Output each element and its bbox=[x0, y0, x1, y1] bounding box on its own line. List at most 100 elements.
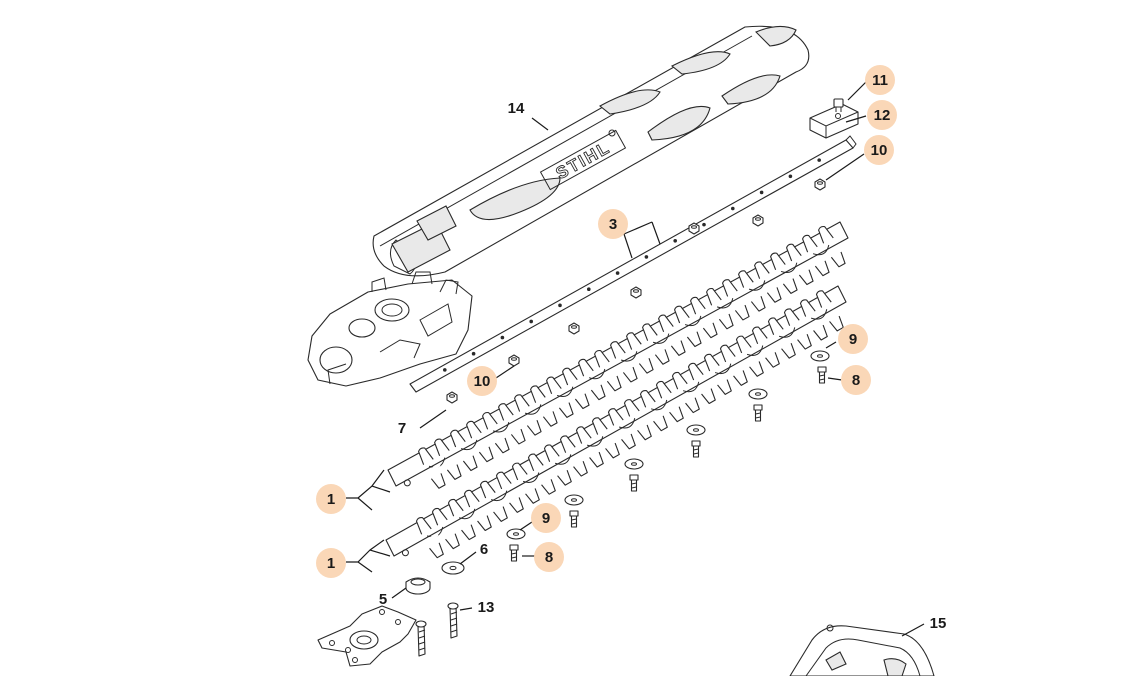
washer-hole bbox=[571, 498, 577, 502]
callout-13: 13 bbox=[478, 599, 495, 616]
bar-hole bbox=[558, 303, 562, 308]
washer-hole bbox=[513, 532, 519, 536]
blade-tooth bbox=[690, 296, 706, 315]
blade-tooth bbox=[621, 433, 636, 450]
nut-hole bbox=[571, 325, 577, 329]
blade-slot bbox=[746, 345, 764, 356]
blade-end-slot-inner bbox=[416, 463, 441, 479]
washer bbox=[624, 458, 644, 470]
callout-12: 12 bbox=[867, 100, 897, 130]
blade-tooth bbox=[509, 497, 524, 513]
blade-tooth bbox=[749, 361, 764, 377]
blade-tooth bbox=[479, 480, 496, 499]
washer bbox=[506, 528, 526, 540]
blade-tooth bbox=[767, 317, 784, 335]
blade-tooth bbox=[461, 524, 476, 541]
blade-tooth bbox=[786, 243, 802, 262]
blade-slot bbox=[492, 422, 510, 433]
blade-tooth bbox=[782, 278, 798, 294]
callout-5: 5 bbox=[379, 591, 387, 608]
blade-tooth bbox=[829, 315, 844, 332]
blade-slot bbox=[490, 490, 508, 502]
screw-head bbox=[629, 474, 639, 481]
blade-tooth bbox=[686, 331, 702, 348]
blade-tooth bbox=[530, 385, 546, 403]
blade-slot bbox=[650, 399, 668, 411]
blade-slot bbox=[714, 363, 732, 375]
blade-tooth bbox=[642, 323, 658, 341]
blade-tooth bbox=[431, 507, 448, 526]
blade-tooth bbox=[813, 324, 828, 341]
screw-shank bbox=[630, 479, 638, 492]
blade-tooth bbox=[765, 352, 780, 368]
callout-number: 12 bbox=[874, 107, 891, 124]
blade-slot bbox=[524, 404, 542, 415]
blade-tooth bbox=[626, 332, 642, 350]
nut-hole bbox=[633, 289, 639, 293]
blade-tooth bbox=[542, 411, 558, 427]
blade-tooth bbox=[527, 453, 544, 472]
callout-number: 8 bbox=[852, 372, 860, 389]
steel-bar-part-3 bbox=[409, 135, 857, 393]
callouts: 14 11 12 10 3 10 9 8 7 bbox=[316, 65, 946, 632]
hardware-washers-screws bbox=[506, 350, 830, 562]
washer bbox=[564, 494, 584, 506]
blade-slot bbox=[716, 298, 734, 309]
blade-tooth bbox=[685, 397, 700, 414]
bar-hole bbox=[644, 255, 649, 259]
blade-tooth bbox=[738, 270, 754, 288]
callout-circle bbox=[316, 484, 346, 514]
callout-number: 10 bbox=[474, 373, 491, 390]
blade-tooth bbox=[687, 362, 704, 381]
leader-lines bbox=[346, 81, 925, 637]
blade-tooth bbox=[434, 438, 450, 457]
cutting-blade-lower bbox=[385, 285, 847, 559]
blade-tooth bbox=[482, 411, 498, 430]
blade-tooth bbox=[798, 269, 814, 286]
bar-hole bbox=[673, 239, 677, 243]
screw-head bbox=[691, 440, 701, 447]
blade-tooth bbox=[655, 380, 672, 399]
blade-slot bbox=[556, 386, 574, 398]
callout-circle bbox=[467, 366, 497, 396]
nut-hole bbox=[449, 394, 455, 398]
blade-tooth bbox=[446, 464, 462, 480]
callout-circle bbox=[867, 100, 897, 130]
callout-8-right: 8 bbox=[841, 365, 871, 395]
blade-tooth bbox=[814, 260, 830, 277]
blade-tooth bbox=[718, 313, 734, 330]
callout-number: 10 bbox=[871, 142, 888, 159]
callout-circle bbox=[864, 135, 894, 165]
blade-tooth bbox=[418, 447, 434, 465]
blade-slot bbox=[458, 508, 476, 520]
blade-tooth bbox=[799, 299, 816, 317]
callout-1-lower: 1 bbox=[316, 548, 346, 578]
screw-shank bbox=[818, 371, 826, 384]
blade-tooth bbox=[493, 506, 508, 522]
washer-hole bbox=[755, 392, 761, 396]
blade-tooth bbox=[658, 314, 674, 333]
blade-end-slot-inner bbox=[414, 533, 439, 549]
blade-tooth bbox=[510, 428, 526, 445]
callout-number: 8 bbox=[545, 549, 553, 566]
blade-tooth bbox=[430, 473, 446, 489]
blade-tooth bbox=[653, 415, 668, 432]
blade-tooth bbox=[477, 515, 492, 532]
blade-tooth bbox=[558, 402, 574, 418]
blade-tooth bbox=[526, 420, 542, 436]
hardware-nuts bbox=[446, 178, 826, 404]
bar-hole bbox=[443, 368, 447, 372]
screw-head bbox=[753, 404, 763, 411]
blade-tooth bbox=[466, 420, 482, 439]
screw-thread bbox=[819, 374, 825, 381]
blade-tooth bbox=[797, 333, 812, 350]
blade-tooth bbox=[719, 344, 736, 363]
blade-tooth bbox=[494, 437, 510, 454]
callout-circle bbox=[838, 324, 868, 354]
blade-tooth bbox=[514, 394, 530, 412]
washer-hole bbox=[631, 462, 637, 466]
screw-thread bbox=[571, 518, 577, 525]
blade-tooth bbox=[447, 498, 464, 517]
blade-tooth bbox=[754, 261, 770, 279]
